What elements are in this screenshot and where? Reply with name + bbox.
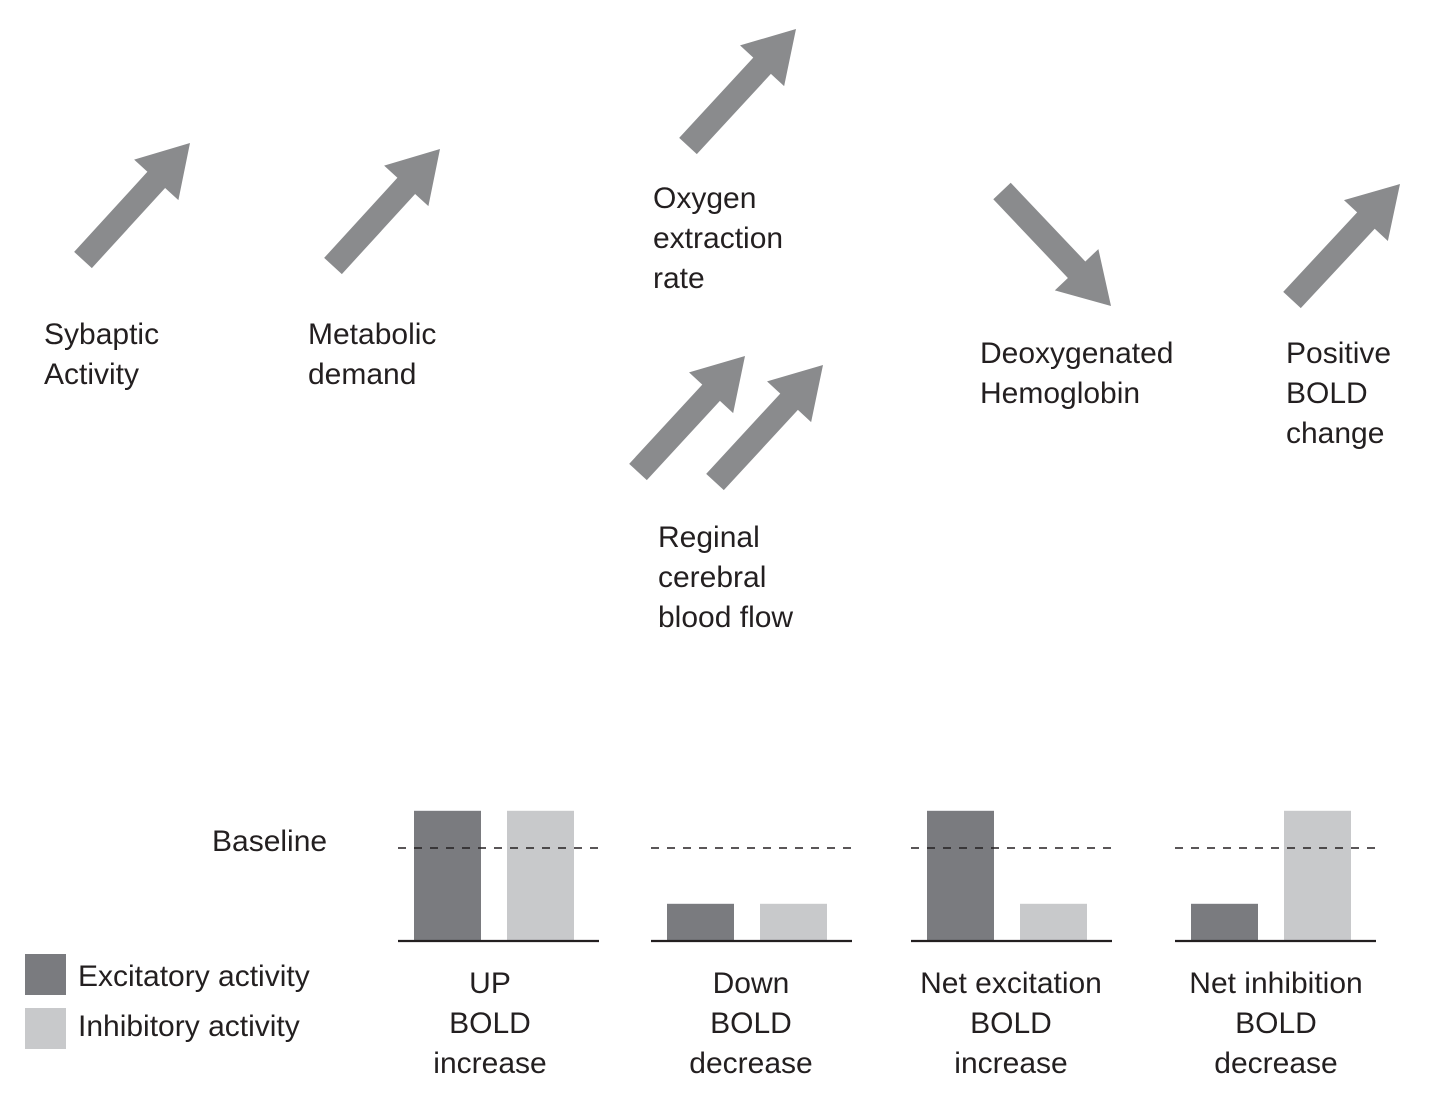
bar-inhibitory-2 bbox=[760, 903, 827, 941]
bar-excitatory-3 bbox=[927, 810, 994, 941]
oxygen-extraction-up-arrow bbox=[679, 29, 796, 155]
metabolic-demand-label: Metabolic demand bbox=[308, 318, 437, 391]
rcbf-up-arrow-2 bbox=[706, 365, 823, 491]
arrows-layer bbox=[74, 29, 1400, 491]
baseline-label: Baseline bbox=[212, 825, 328, 858]
bar-inhibitory-4 bbox=[1284, 810, 1351, 941]
legend-excitatory-label: Excitatory activity bbox=[78, 960, 310, 993]
legend-excitatory-swatch bbox=[25, 954, 66, 995]
positive-bold-up-arrow bbox=[1283, 184, 1400, 309]
legend-inhibitory-swatch bbox=[25, 1008, 66, 1049]
bar-excitatory-4 bbox=[1191, 903, 1258, 941]
rcbf-label: Reginal cerebral blood flow bbox=[658, 521, 794, 634]
bar-excitatory-2 bbox=[667, 903, 734, 941]
category-label-down: Down BOLD decrease bbox=[689, 967, 813, 1080]
deoxyhemoglobin-label: Deoxygenated Hemoglobin bbox=[980, 337, 1174, 410]
synaptic-activity-label: Sybaptic Activity bbox=[44, 318, 160, 391]
legend-inhibitory-label: Inhibitory activity bbox=[78, 1010, 300, 1043]
category-label-net-excitation: Net excitation BOLD increase bbox=[920, 967, 1102, 1080]
synaptic-activity-up-arrow bbox=[74, 143, 190, 269]
bar-chart bbox=[398, 810, 1376, 943]
positive-bold-label: Positive BOLD change bbox=[1286, 337, 1392, 450]
category-label-net-inhibition: Net inhibition BOLD decrease bbox=[1189, 967, 1363, 1080]
bar-excitatory-1 bbox=[414, 810, 481, 941]
bar-inhibitory-1 bbox=[507, 810, 574, 941]
metabolic-demand-up-arrow bbox=[324, 149, 440, 275]
oxygen-extraction-label: Oxygen extraction rate bbox=[653, 182, 784, 295]
deoxyhemoglobin-down-arrow bbox=[993, 182, 1111, 306]
category-label-up: UP BOLD increase bbox=[433, 967, 547, 1080]
bar-inhibitory-3 bbox=[1020, 903, 1087, 941]
rcbf-up-arrow-1 bbox=[629, 356, 745, 481]
